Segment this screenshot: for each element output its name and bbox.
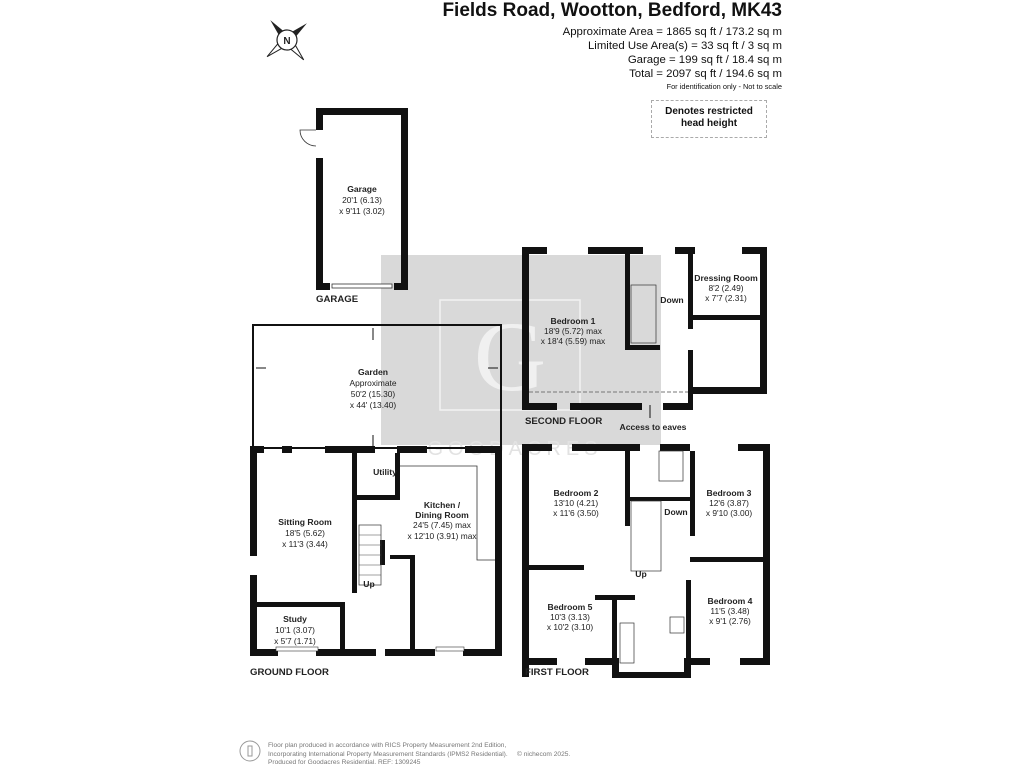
footer-text: Floor plan produced in accordance with R… bbox=[268, 742, 508, 768]
svg-text:x 5'7 (1.71): x 5'7 (1.71) bbox=[274, 636, 316, 646]
svg-text:20'1 (6.13): 20'1 (6.13) bbox=[342, 195, 382, 205]
svg-text:Sitting Room: Sitting Room bbox=[278, 517, 332, 527]
svg-text:x 12'10 (3.91) max: x 12'10 (3.91) max bbox=[407, 531, 477, 541]
svg-text:GOODACRES: GOODACRES bbox=[427, 438, 602, 460]
svg-text:x 44' (13.40): x 44' (13.40) bbox=[350, 400, 397, 410]
svg-text:x 9'1 (2.76): x 9'1 (2.76) bbox=[709, 616, 751, 626]
svg-text:x 18'4 (5.59) max: x 18'4 (5.59) max bbox=[541, 336, 606, 346]
area-line: Total = 2097 sq ft / 194.6 sq m bbox=[629, 68, 782, 80]
svg-text:Up: Up bbox=[635, 569, 646, 579]
svg-text:Garage: Garage bbox=[347, 184, 377, 194]
first-floor-plan: Bedroom 2 13'10 (4.21) x 11'6 (3.50) Bed… bbox=[522, 444, 770, 678]
svg-text:x 10'2 (3.10): x 10'2 (3.10) bbox=[547, 622, 594, 632]
svg-text:Bedroom 2: Bedroom 2 bbox=[554, 488, 599, 498]
svg-text:x 11'3 (3.44): x 11'3 (3.44) bbox=[282, 539, 328, 549]
svg-text:x 9'11 (3.02): x 9'11 (3.02) bbox=[339, 206, 385, 216]
compass-icon: N bbox=[266, 20, 307, 61]
svg-text:G: G bbox=[474, 301, 546, 412]
svg-text:SECOND FLOOR: SECOND FLOOR bbox=[525, 416, 602, 427]
footer-line: Incorporating International Property Mea… bbox=[268, 750, 508, 758]
svg-text:Utility: Utility bbox=[373, 467, 397, 477]
svg-text:Approximate: Approximate bbox=[349, 378, 396, 388]
svg-text:Access to eaves: Access to eaves bbox=[620, 422, 687, 432]
restricted-height-legend: Denotes restricted head height bbox=[651, 100, 767, 138]
svg-text:Down: Down bbox=[664, 507, 687, 517]
legend-line: Denotes restricted bbox=[665, 106, 753, 117]
svg-text:GARAGE: GARAGE bbox=[316, 294, 359, 305]
svg-text:Bedroom 4: Bedroom 4 bbox=[708, 596, 753, 606]
scale-note: For identification only - Not to scale bbox=[666, 82, 782, 91]
footer-line: Produced for Goodacres Residential. REF:… bbox=[268, 759, 421, 767]
copyright: © nichecom 2025. bbox=[517, 751, 571, 758]
svg-text:N: N bbox=[283, 36, 290, 47]
svg-text:Dining Room: Dining Room bbox=[415, 510, 469, 520]
svg-text:12'6 (3.87): 12'6 (3.87) bbox=[709, 498, 749, 508]
svg-text:x 7'7 (2.31): x 7'7 (2.31) bbox=[705, 293, 747, 303]
svg-text:10'3 (3.13): 10'3 (3.13) bbox=[550, 612, 590, 622]
svg-text:Dressing Room: Dressing Room bbox=[694, 273, 758, 283]
svg-text:18'5 (5.62): 18'5 (5.62) bbox=[285, 528, 325, 538]
svg-text:x 9'10 (3.00): x 9'10 (3.00) bbox=[706, 508, 753, 518]
legend-line: head height bbox=[680, 118, 738, 129]
footer-line: Floor plan produced in accordance with R… bbox=[268, 742, 507, 749]
svg-text:Garden: Garden bbox=[358, 367, 388, 377]
svg-text:13'10 (4.21): 13'10 (4.21) bbox=[554, 498, 599, 508]
area-line: Limited Use Area(s) = 33 sq ft / 3 sq m bbox=[587, 40, 782, 52]
svg-text:11'5 (3.48): 11'5 (3.48) bbox=[710, 606, 749, 616]
svg-text:GROUND FLOOR: GROUND FLOOR bbox=[250, 667, 329, 678]
watermark: G GOODACRES bbox=[381, 255, 661, 460]
svg-text:24'5 (7.45) max: 24'5 (7.45) max bbox=[413, 520, 472, 530]
svg-text:Bedroom 3: Bedroom 3 bbox=[707, 488, 752, 498]
svg-text:Up: Up bbox=[363, 579, 374, 589]
second-floor-plan: Bedroom 1 18'9 (5.72) max x 18'4 (5.59) … bbox=[522, 247, 767, 432]
info-icon bbox=[239, 740, 261, 762]
svg-text:18'9 (5.72) max: 18'9 (5.72) max bbox=[544, 326, 603, 336]
svg-text:10'1 (3.07): 10'1 (3.07) bbox=[275, 625, 315, 635]
svg-text:8'2 (2.49): 8'2 (2.49) bbox=[708, 283, 743, 293]
svg-text:x 11'6 (3.50): x 11'6 (3.50) bbox=[553, 508, 599, 518]
svg-text:50'2 (15.30): 50'2 (15.30) bbox=[351, 389, 396, 399]
svg-text:Bedroom 1: Bedroom 1 bbox=[551, 316, 596, 326]
svg-text:Down: Down bbox=[660, 295, 683, 305]
svg-text:Study: Study bbox=[283, 614, 307, 624]
area-line: Garage = 199 sq ft / 18.4 sq m bbox=[627, 54, 782, 66]
garden-plan: Garden Approximate 50'2 (15.30) x 44' (1… bbox=[252, 324, 502, 449]
svg-text:Bedroom 5: Bedroom 5 bbox=[548, 602, 593, 612]
svg-text:FIRST FLOOR: FIRST FLOOR bbox=[525, 667, 589, 678]
garage-plan: Garage 20'1 (6.13) x 9'11 (3.02) GARAGE bbox=[299, 108, 408, 305]
ground-floor-plan: Sitting Room 18'5 (5.62) x 11'3 (3.44) S… bbox=[250, 446, 502, 678]
property-address: Fields Road, Wootton, Bedford, MK43 bbox=[442, 0, 782, 21]
area-summary: Approximate Area = 1865 sq ft / 173.2 sq… bbox=[563, 25, 782, 81]
svg-text:Kitchen /: Kitchen / bbox=[424, 500, 461, 510]
area-line: Approximate Area = 1865 sq ft / 173.2 sq… bbox=[562, 26, 782, 38]
